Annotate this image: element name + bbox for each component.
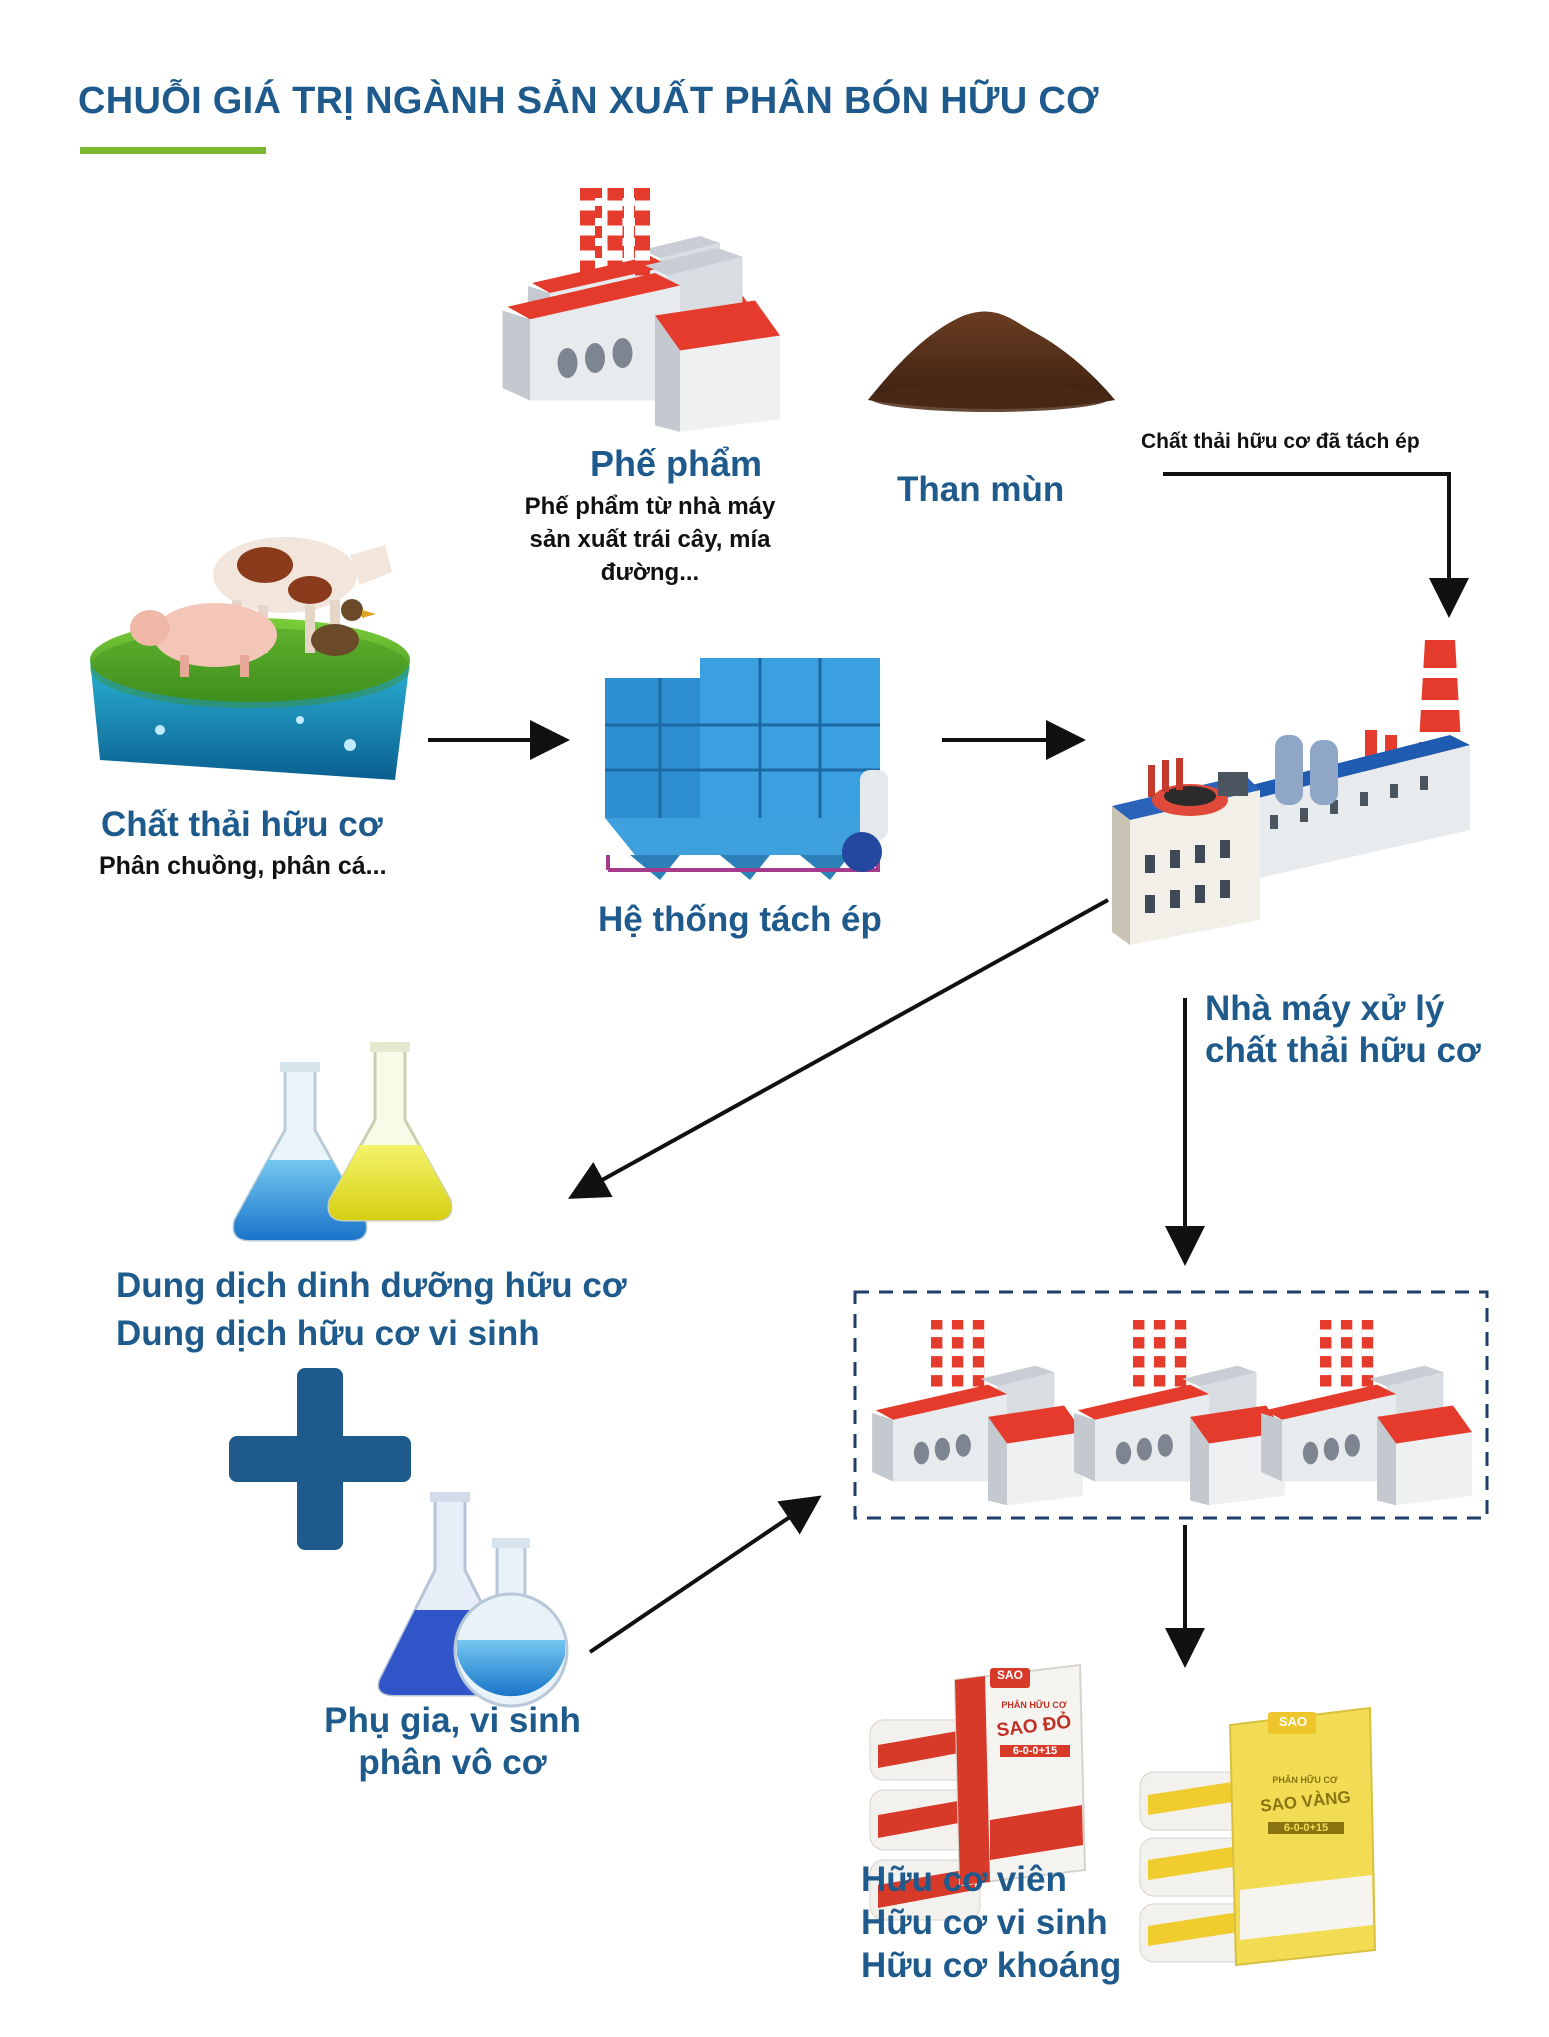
- by-product-description: Phế phẩm từ nhà máy sản xuất trái cây, m…: [490, 490, 810, 589]
- organic-waste-label: Chất thải hữu cơ: [101, 805, 383, 844]
- title-underline: [80, 147, 266, 154]
- arrow-plant-to-solution: [568, 898, 1109, 1199]
- by-product-desc-line: Phế phẩm từ nhà máy: [524, 493, 776, 520]
- additives-label-line: phân vô cơ: [358, 1743, 547, 1782]
- by-product-label: Phế phẩm: [590, 443, 763, 484]
- products-label: Hữu cơ viên Hữu cơ vi sinh Hữu cơ khoáng: [861, 1858, 1121, 1987]
- by-product-desc-line: sản xuất trái cây, mía: [529, 526, 771, 553]
- arrow-additives-to-factories: [588, 1495, 822, 1654]
- treatment-plant-label: Nhà máy xử lý chất thải hữu cơ: [1205, 988, 1481, 1072]
- factory-icon: [1074, 1320, 1285, 1506]
- pressed-waste-note: Chất thải hữu cơ đã tách ép: [1141, 430, 1420, 453]
- red-bag-grade: 6-0-0+15: [1000, 1745, 1070, 1757]
- treatment-plant-icon: [1112, 640, 1470, 945]
- lab-flasks-icon: [377, 1492, 569, 1708]
- by-product-desc-line: đường...: [600, 559, 700, 586]
- factory-icon: [502, 188, 780, 432]
- additives-label: Phụ gia, vi sinh phân vô cơ: [280, 1700, 625, 1784]
- nutrient-solution-label-line: Dung dịch dinh dưỡng hữu cơ: [116, 1266, 627, 1305]
- factory-icon: [1261, 1320, 1472, 1506]
- red-bag-small-text: PHÂN HỮU CƠ: [1001, 1700, 1067, 1710]
- factory-icon: [872, 1320, 1083, 1506]
- livestock-icon: [90, 537, 410, 780]
- treatment-plant-label-line: Nhà máy xử lý: [1205, 989, 1445, 1028]
- separator-label: Hệ thống tách ép: [598, 900, 882, 939]
- yellow-bag-grade: 6-0-0+15: [1268, 1822, 1344, 1834]
- yellow-bag-brand: SAO: [1278, 1714, 1308, 1729]
- products-label-line: Hữu cơ khoáng: [861, 1946, 1122, 1985]
- arrow-pressed-waste-to-plant: [1163, 472, 1469, 618]
- organic-waste-description: Phân chuồng, phân cá...: [99, 852, 387, 880]
- soil-pile-icon: [868, 311, 1115, 412]
- plus-icon: [229, 1368, 411, 1550]
- factories-group-box: [853, 1290, 1489, 1520]
- humus-label: Than mùn: [897, 470, 1065, 509]
- yellow-bag-small-text: PHÂN HỮU CƠ: [1272, 1775, 1338, 1785]
- page-title: CHUỖI GIÁ TRỊ NGÀNH SẢN XUẤT PHÂN BÓN HỮ…: [78, 80, 1099, 122]
- additives-label-line: Phụ gia, vi sinh: [324, 1701, 581, 1740]
- red-bag-brand: SAO: [996, 1668, 1023, 1682]
- products-label-line: Hữu cơ vi sinh: [861, 1903, 1108, 1942]
- separator-machine-icon: [605, 658, 888, 880]
- nutrient-solution-label: Dung dịch dinh dưỡng hữu cơ Dung dịch hữ…: [116, 1262, 627, 1358]
- treatment-plant-label-line: chất thải hữu cơ: [1205, 1031, 1481, 1070]
- nutrient-solution-label-line: Dung dịch hữu cơ vi sinh: [116, 1314, 540, 1353]
- flow-arrows: [428, 472, 1469, 1668]
- fertilizer-bags-icon: [869, 1663, 1377, 1967]
- products-label-line: Hữu cơ viên: [861, 1860, 1067, 1899]
- flasks-icon: [232, 1042, 453, 1242]
